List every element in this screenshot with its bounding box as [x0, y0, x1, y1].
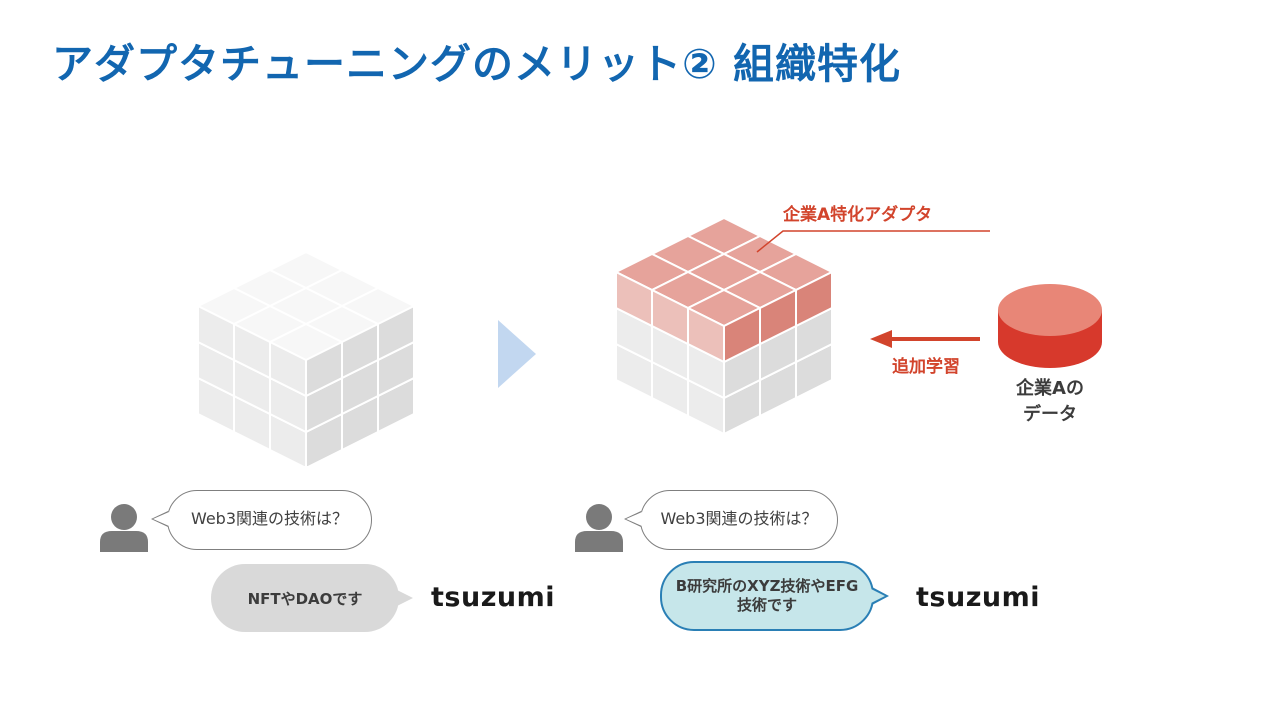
- answer-line2: 技術です: [736, 596, 797, 614]
- adapter-leader-line: [756, 230, 990, 253]
- question-bubble: Web3関連の技術は？: [151, 490, 372, 550]
- cube-right-face: [305, 341, 343, 397]
- user-icon: [100, 504, 148, 552]
- question-bubble: Web3関連の技術は？: [624, 490, 838, 550]
- page-title: アダプタチューニングのメリット② 組織特化: [52, 40, 901, 88]
- adapter-label: 企業A特化アダプタ: [783, 205, 933, 225]
- data-label-line2: データ: [1023, 404, 1077, 425]
- cube-right-face: [723, 307, 761, 363]
- user-icon: [575, 504, 623, 552]
- next-arrow-icon: [498, 320, 536, 388]
- brand-name: tsuzumi: [916, 582, 1041, 613]
- adapted-model-cube: [616, 217, 831, 435]
- company-data-label: 企業Aの データ: [1000, 376, 1100, 428]
- learning-arrow-icon: [870, 330, 980, 348]
- base-model-cube: [198, 251, 413, 466]
- learning-label: 追加学習: [892, 357, 960, 377]
- database-icon: [998, 284, 1102, 368]
- adapted-answer-bubble: B研究所のXYZ技術やEFG 技術です: [660, 561, 889, 631]
- brand-name: tsuzumi: [431, 582, 556, 613]
- data-label-line1: 企業Aの: [1016, 378, 1084, 399]
- answer-line1: B研究所のXYZ技術やEFG: [675, 577, 859, 595]
- answer-bubble: NFTやDAOです: [211, 564, 413, 632]
